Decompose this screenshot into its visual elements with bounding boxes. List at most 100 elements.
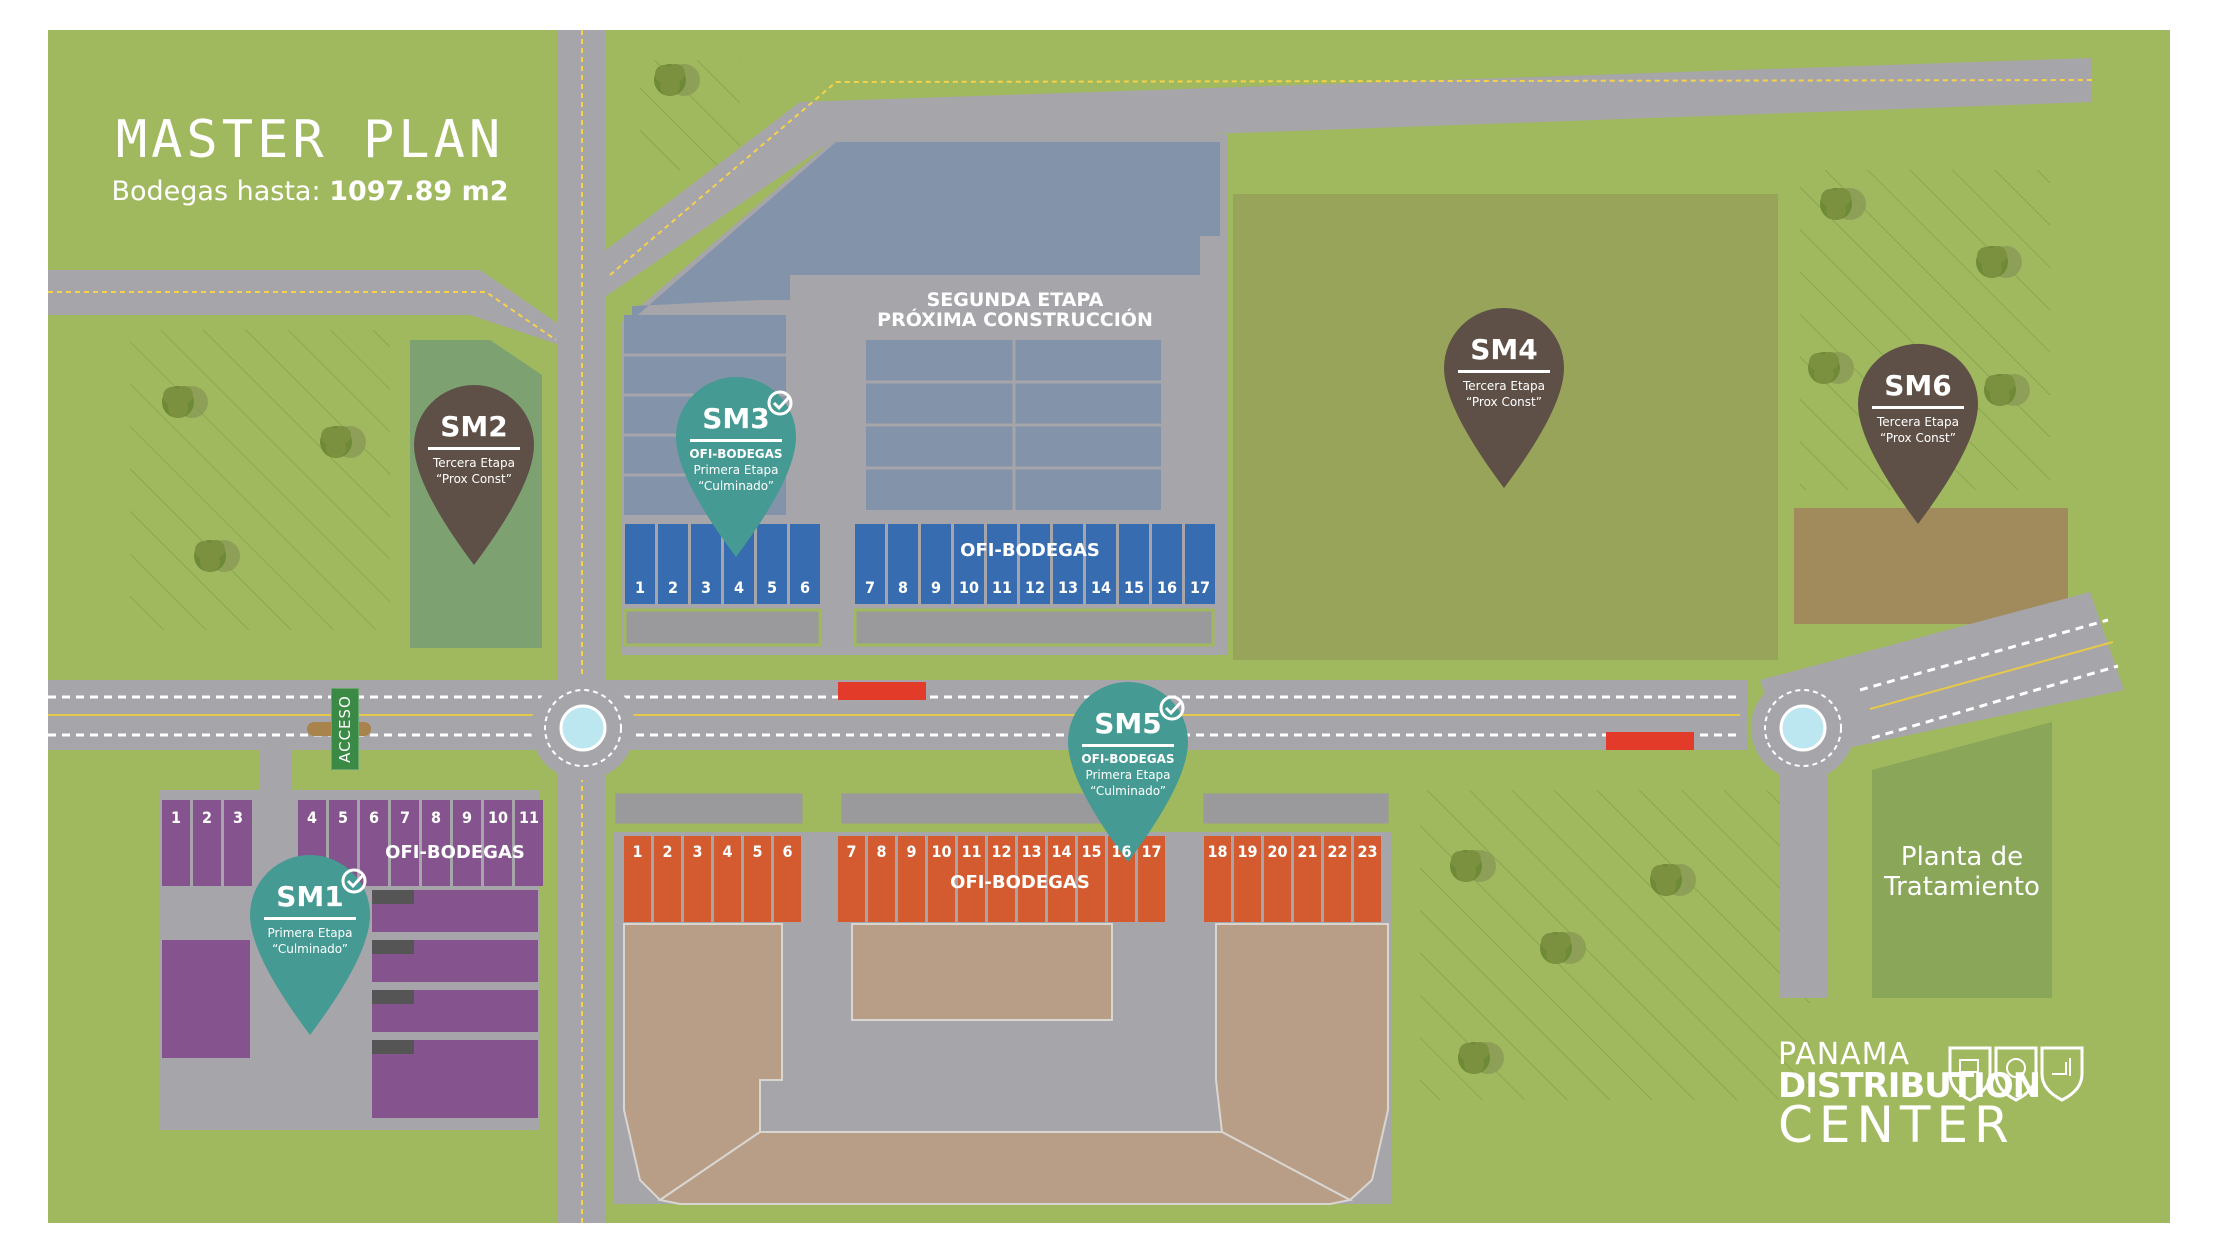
unit-8[interactable] <box>868 836 895 922</box>
unit-number: 3 <box>692 842 703 861</box>
unit-8[interactable] <box>422 800 450 886</box>
unit-11[interactable] <box>515 800 543 886</box>
pin-sm3[interactable] <box>676 377 796 557</box>
map-title: MASTER PLAN Bodegas hasta: 1097.89 m2 <box>100 110 520 207</box>
unit-number: 5 <box>337 808 348 827</box>
unit-number: 1 <box>170 808 181 827</box>
unit-number: 4 <box>306 808 317 827</box>
unit-12[interactable] <box>1020 524 1050 604</box>
unit-7[interactable] <box>391 800 419 886</box>
unit-21[interactable] <box>1294 836 1321 922</box>
lawn-west <box>130 330 390 630</box>
unit-5[interactable] <box>757 524 787 604</box>
panama-distribution-center-logo: PANAMA DISTRIBUTION CENTER <box>1778 1037 2041 1154</box>
unit-number: 11 <box>518 808 540 827</box>
unit-13[interactable] <box>1053 524 1083 604</box>
unit-13[interactable] <box>1018 836 1045 922</box>
pin-sm4[interactable] <box>1444 308 1564 488</box>
unit-number: 12 <box>991 842 1012 861</box>
unit-22[interactable] <box>1324 836 1351 922</box>
unit-1[interactable] <box>624 836 651 922</box>
unit-8[interactable] <box>888 524 918 604</box>
unit-1[interactable] <box>625 524 655 604</box>
checkmark-icon <box>772 394 792 411</box>
unit-16[interactable] <box>1152 524 1182 604</box>
check-icon <box>1159 695 1185 721</box>
roundabout-east <box>1751 676 1855 780</box>
sector-stage: Tercera Etapa <box>1876 415 1960 429</box>
sm1-units <box>162 800 543 886</box>
unit-number: 23 <box>1357 842 1378 861</box>
unit-10[interactable] <box>928 836 955 922</box>
unit-number: 1 <box>634 578 645 597</box>
unit-number: 10 <box>931 842 952 861</box>
unit-19[interactable] <box>1234 836 1261 922</box>
sm5-parking <box>612 790 806 827</box>
unit-14[interactable] <box>1086 524 1116 604</box>
unit-3[interactable] <box>224 800 252 886</box>
roundabout-west <box>531 676 635 780</box>
unit-2[interactable] <box>654 836 681 922</box>
sector-code: SM1 <box>276 880 344 913</box>
unit-17[interactable] <box>1138 836 1165 922</box>
pin-sm5[interactable] <box>1068 682 1188 862</box>
check-icon <box>341 868 367 894</box>
unit-3[interactable] <box>691 524 721 604</box>
unit-number: 10 <box>487 808 509 827</box>
unit-number: 3 <box>700 578 711 597</box>
unit-9[interactable] <box>453 800 481 886</box>
unit-17[interactable] <box>1185 524 1215 604</box>
unit-9[interactable] <box>921 524 951 604</box>
sector-code: SM3 <box>702 402 770 435</box>
unit-6[interactable] <box>774 836 801 922</box>
unit-10[interactable] <box>484 800 512 886</box>
unit-2[interactable] <box>193 800 221 886</box>
unit-number: 11 <box>961 842 982 861</box>
unit-15[interactable] <box>1078 836 1105 922</box>
unit-14[interactable] <box>1048 836 1075 922</box>
unit-11[interactable] <box>987 524 1017 604</box>
sm5-units <box>624 836 1381 922</box>
globe-icon <box>1994 1046 2038 1102</box>
unit-number: 5 <box>752 842 763 861</box>
unit-5[interactable] <box>744 836 771 922</box>
pin-sm6[interactable] <box>1857 343 1978 524</box>
unit-7[interactable] <box>855 524 885 604</box>
unit-23[interactable] <box>1354 836 1381 922</box>
sector-pins <box>250 308 1978 1035</box>
unit-number: 3 <box>232 808 243 827</box>
south-future-buildings <box>623 923 1389 1205</box>
unit-18[interactable] <box>1204 836 1231 922</box>
unit-20[interactable] <box>1264 836 1291 922</box>
unit-number: 14 <box>1090 578 1112 597</box>
unit-12[interactable] <box>988 836 1015 922</box>
unit-6[interactable] <box>790 524 820 604</box>
unit-3[interactable] <box>684 836 711 922</box>
unit-9[interactable] <box>898 836 925 922</box>
unit-number: 15 <box>1123 578 1145 597</box>
pin-sm1[interactable] <box>250 855 370 1035</box>
unit-2[interactable] <box>658 524 688 604</box>
unit-7[interactable] <box>838 836 865 922</box>
unit-10[interactable] <box>954 524 984 604</box>
unit-15[interactable] <box>1119 524 1149 604</box>
sector-stage: Primera Etapa <box>267 926 353 940</box>
divider <box>428 447 520 450</box>
unit-4[interactable] <box>714 836 741 922</box>
pin-sm2[interactable] <box>414 385 534 565</box>
sector-status: “Culminado” <box>1090 784 1166 798</box>
unit-1[interactable] <box>162 800 190 886</box>
divider <box>690 439 782 442</box>
unit-6[interactable] <box>360 800 388 886</box>
unit-11[interactable] <box>958 836 985 922</box>
unit-number: 12 <box>1024 578 1046 597</box>
sm5-parking <box>1200 790 1392 827</box>
unit-number: 8 <box>897 578 908 597</box>
sm6-lot <box>1794 508 2068 624</box>
title-text: MASTER PLAN <box>115 110 505 170</box>
unit-number: 13 <box>1021 842 1042 861</box>
